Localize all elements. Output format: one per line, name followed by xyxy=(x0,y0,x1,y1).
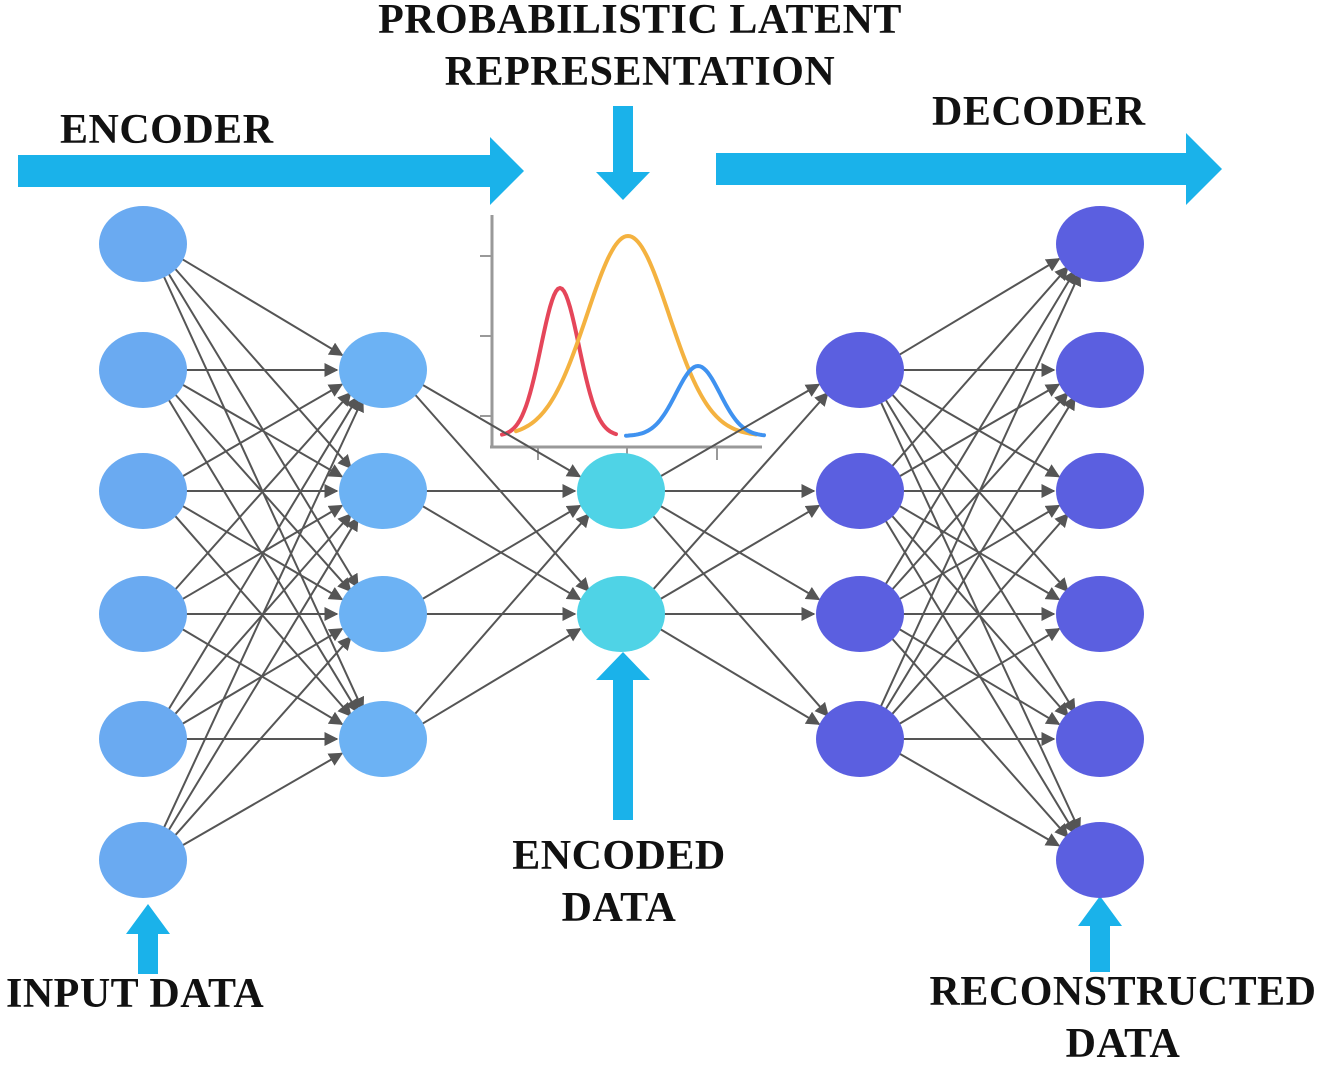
hidden-decoder-node-3 xyxy=(816,576,904,652)
hidden-decoder-node-2 xyxy=(816,453,904,529)
edge-hidden-decoder-3-to-output-1 xyxy=(882,395,1076,715)
input-node-4 xyxy=(99,576,187,652)
edge-latent-0-to-hidden-decoder-0 xyxy=(657,383,821,479)
edge-hidden-encoder-0-to-latent-0 xyxy=(419,382,582,478)
input-up-arrow xyxy=(126,904,170,974)
edge-input-2-to-hidden-encoder-0 xyxy=(180,383,344,479)
edge-input-3-to-hidden-encoder-0 xyxy=(171,391,352,594)
encoder-arrow xyxy=(18,137,524,205)
output-node-1 xyxy=(1056,206,1144,282)
hidden-encoder-node-2 xyxy=(339,453,427,529)
latent-node-2 xyxy=(577,576,665,652)
edge-input-0-to-hidden-encoder-0 xyxy=(179,257,344,356)
encoded-label-line2: DATA xyxy=(561,885,677,931)
hidden-decoder-node-1 xyxy=(816,332,904,408)
decoder-label: DECODER xyxy=(932,89,1146,135)
output-node-2 xyxy=(1056,332,1144,408)
encoded-up-arrow xyxy=(596,652,650,820)
edge-input-0-to-hidden-encoder-2 xyxy=(165,268,359,589)
input-node-1 xyxy=(99,206,187,282)
reconstructed-data-label: RECONSTRUCTED DATA xyxy=(908,966,1338,1070)
output-up-arrow xyxy=(1078,896,1122,972)
edge-input-3-to-hidden-encoder-1 xyxy=(179,504,344,602)
edge-input-5-to-hidden-encoder-2 xyxy=(171,635,352,840)
edge-hidden-decoder-2-to-output-2 xyxy=(896,504,1061,602)
distribution-plot xyxy=(480,212,766,460)
decoder-arrow xyxy=(716,133,1222,205)
encoder-label: ENCODER xyxy=(60,107,274,153)
edge-latent-1-to-hidden-decoder-0 xyxy=(649,391,829,594)
edge-hidden-decoder-2-to-output-5 xyxy=(888,634,1069,839)
input-node-5 xyxy=(99,701,187,777)
blue-distribution-curve xyxy=(624,363,766,438)
edge-latent-1-to-hidden-decoder-1 xyxy=(657,504,821,602)
network-edges xyxy=(160,257,1082,848)
edge-hidden-encoder-3-to-latent-0 xyxy=(411,513,591,719)
edge-input-4-to-hidden-encoder-0 xyxy=(165,395,359,715)
edge-hidden-decoder-3-to-output-3 xyxy=(896,627,1061,727)
input-data-label: INPUT DATA xyxy=(6,971,265,1017)
hidden-encoder-node-3 xyxy=(339,576,427,652)
latent-node-1 xyxy=(577,453,665,529)
latent-representation-label: PROBABILISTIC LATENT REPRESENTATION xyxy=(330,0,950,98)
hidden-encoder-node-1 xyxy=(339,332,427,408)
reconstructed-label-line1: RECONSTRUCTED xyxy=(929,969,1317,1015)
hidden-encoder-node-4 xyxy=(339,701,427,777)
output-node-5 xyxy=(1056,701,1144,777)
edge-hidden-decoder-3-to-output-2 xyxy=(888,512,1069,719)
output-node-3 xyxy=(1056,453,1144,529)
edge-input-5-to-hidden-encoder-3 xyxy=(180,752,344,848)
edge-latent-1-to-hidden-decoder-3 xyxy=(657,627,821,726)
edge-hidden-decoder-2-to-output-0 xyxy=(882,269,1076,590)
latent-label-line2: REPRESENTATION xyxy=(444,49,836,95)
edge-hidden-decoder-1-to-output-0 xyxy=(888,265,1069,471)
edge-input-5-to-hidden-encoder-0 xyxy=(160,397,364,834)
input-node-6 xyxy=(99,822,187,898)
red-distribution-curve xyxy=(500,285,618,437)
latent-label-line1: PROBABILISTIC LATENT xyxy=(378,0,902,43)
network-nodes xyxy=(99,206,1144,898)
hidden-decoder-node-4 xyxy=(816,701,904,777)
edge-input-0-to-hidden-encoder-1 xyxy=(171,264,352,470)
output-node-4 xyxy=(1056,576,1144,652)
latent-down-arrow xyxy=(596,106,650,200)
edge-hidden-decoder-3-to-output-0 xyxy=(877,271,1082,713)
output-node-6 xyxy=(1056,822,1144,898)
edge-hidden-decoder-0-to-output-0 xyxy=(896,258,1061,357)
edge-hidden-encoder-2-to-latent-0 xyxy=(419,504,582,602)
encoded-data-label: ENCODED DATA xyxy=(488,830,750,934)
edge-hidden-decoder-1-to-output-5 xyxy=(882,515,1076,835)
encoded-label-line1: ENCODED xyxy=(512,833,726,879)
reconstructed-label-line2: DATA xyxy=(1065,1021,1181,1067)
edge-hidden-encoder-3-to-latent-1 xyxy=(419,628,582,726)
orange-distribution-curve xyxy=(514,233,758,437)
edge-input-5-to-hidden-encoder-1 xyxy=(165,516,359,836)
input-node-3 xyxy=(99,453,187,529)
input-node-2 xyxy=(99,332,187,408)
edge-hidden-decoder-3-to-output-5 xyxy=(897,751,1061,847)
